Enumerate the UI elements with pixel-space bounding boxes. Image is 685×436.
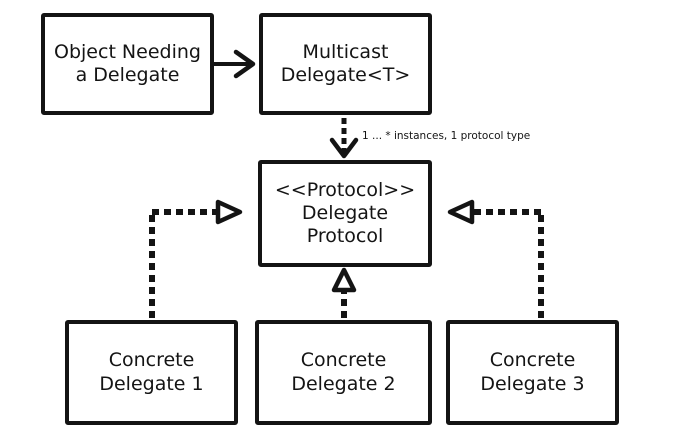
- uses-arrow: [214, 49, 256, 79]
- concrete-2-line-2: Delegate 2: [291, 372, 396, 395]
- realization-arrow-1: [149, 199, 243, 318]
- realization-arrow-3: [447, 199, 544, 318]
- multicast-box-line-1: Multicast: [302, 40, 389, 63]
- delegate-protocol-box: <<Protocol>> Delegate Protocol: [258, 160, 432, 267]
- realization-arrow-2: [331, 267, 357, 318]
- concrete-3-line-1: Concrete: [489, 349, 576, 372]
- aggregation-arrow: [329, 118, 359, 159]
- object-box-line-2: a Delegate: [75, 64, 180, 86]
- protocol-box-stereotype: <<Protocol>>: [274, 178, 416, 201]
- concrete-delegate-3-box: Concrete Delegate 3: [446, 320, 619, 425]
- object-box-line-1: Object Needing: [54, 40, 201, 63]
- concrete-1-line-2: Delegate 1: [99, 372, 204, 395]
- concrete-3-line-2: Delegate 3: [480, 372, 585, 395]
- protocol-box-line-2: Delegate: [301, 201, 389, 224]
- concrete-2-line-1: Concrete: [300, 349, 387, 372]
- concrete-delegate-1-box: Concrete Delegate 1: [65, 320, 238, 425]
- protocol-box-line-3: Protocol: [306, 225, 384, 248]
- concrete-delegate-2-box: Concrete Delegate 2: [255, 320, 432, 425]
- object-needing-delegate-box: Object Needing a Delegate: [41, 13, 214, 115]
- multicast-box-line-2: Delegate<T>: [280, 64, 411, 86]
- concrete-1-line-1: Concrete: [108, 349, 195, 372]
- multicast-delegate-box: Multicast Delegate<T>: [259, 13, 432, 115]
- multiplicity-label: 1 ... * instances, 1 protocol type: [362, 130, 531, 142]
